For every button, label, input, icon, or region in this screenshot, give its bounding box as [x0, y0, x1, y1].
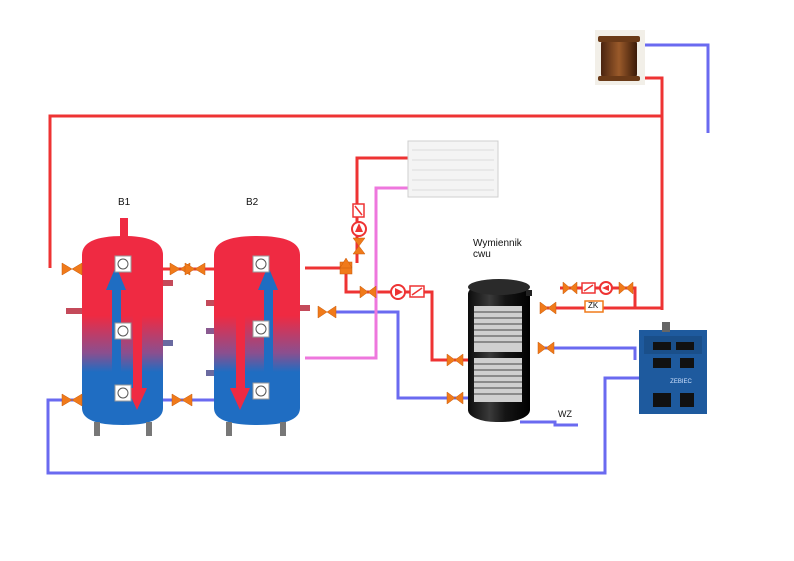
zk-label: ZK: [588, 301, 599, 310]
cold-pipes: [46, 43, 710, 475]
tank1-up-arrow: [106, 266, 126, 290]
gate-valve-icon: [61, 262, 83, 276]
exchanger-cold-pipe: [330, 310, 470, 400]
buffer-tank-b1: [66, 218, 173, 436]
tank-b1-label: B1: [118, 197, 131, 208]
check-valve-icon: [352, 203, 365, 218]
tank1-fall-arrow-shaft: [133, 298, 142, 390]
gate-valve-icon: [359, 285, 377, 299]
wz-pipe: [520, 420, 578, 427]
main-hot-supply-pipe: [48, 114, 664, 310]
gate-valve-icon: [171, 393, 193, 407]
radiator-icon: [407, 140, 499, 198]
tank2-up-arrow: [258, 266, 278, 290]
check-valve-icon: [581, 282, 596, 294]
thermometer-icon: [252, 255, 270, 273]
thermometer-icon: [252, 320, 270, 338]
heat-exchanger-label-line1: Wymiennik: [473, 238, 522, 249]
vessel-cold-pipe: [640, 43, 710, 133]
gate-valve-icon: [61, 393, 83, 407]
gate-valve-icon: [537, 341, 555, 355]
gate-valve-icon: [184, 262, 206, 276]
heat-exchanger-label: Wymiennik cwu: [473, 238, 522, 260]
tank1-top-nozzle: [120, 218, 128, 238]
buffer-tank-b2: [206, 236, 310, 436]
thermometer-icon: [114, 384, 132, 402]
gate-valve-icon: [618, 281, 634, 295]
valves: [61, 237, 634, 407]
gate-valve-icon: [562, 281, 578, 295]
thermometer-icon: [114, 322, 132, 340]
boiler-to-exchanger-blue: [540, 346, 637, 360]
thermometer-icon: [114, 255, 132, 273]
tank-b2-label: B2: [246, 197, 259, 208]
gate-valve-icon: [352, 237, 366, 255]
pump-icon: [599, 281, 613, 295]
expansion-vessel-icon: [595, 30, 645, 85]
tank2-fall-arrow-shaft: [236, 298, 245, 390]
vessel-hot-stub: [640, 76, 664, 116]
thermometer-icon: [252, 382, 270, 400]
gate-valve-icon: [317, 305, 337, 319]
tank1-down-arrow: [127, 388, 147, 410]
pump-icon: [351, 221, 367, 237]
main-cold-return-pipe: [46, 376, 640, 475]
mixed-pipes: [305, 186, 408, 360]
three-way-valve-icon: [339, 257, 353, 275]
pump-icon: [390, 284, 406, 300]
exchanger-coil-supply-pipe: [344, 274, 470, 362]
tank2-down-arrow: [230, 388, 250, 410]
boiler-icon: ZEBIEC: [639, 322, 707, 414]
check-valve-icon: [409, 285, 425, 298]
heat-exchanger-label-line2: cwu: [473, 249, 491, 260]
boiler-brand-text: ZEBIEC: [670, 379, 692, 385]
gate-valve-icon: [446, 391, 464, 405]
gate-valve-icon: [446, 353, 464, 367]
gate-valve-icon: [539, 301, 557, 315]
wz-label: WZ: [558, 409, 572, 419]
radiator-return-pipe: [305, 186, 408, 360]
zk-valve-box: [584, 300, 604, 313]
hot-water-exchanger: [468, 279, 532, 422]
